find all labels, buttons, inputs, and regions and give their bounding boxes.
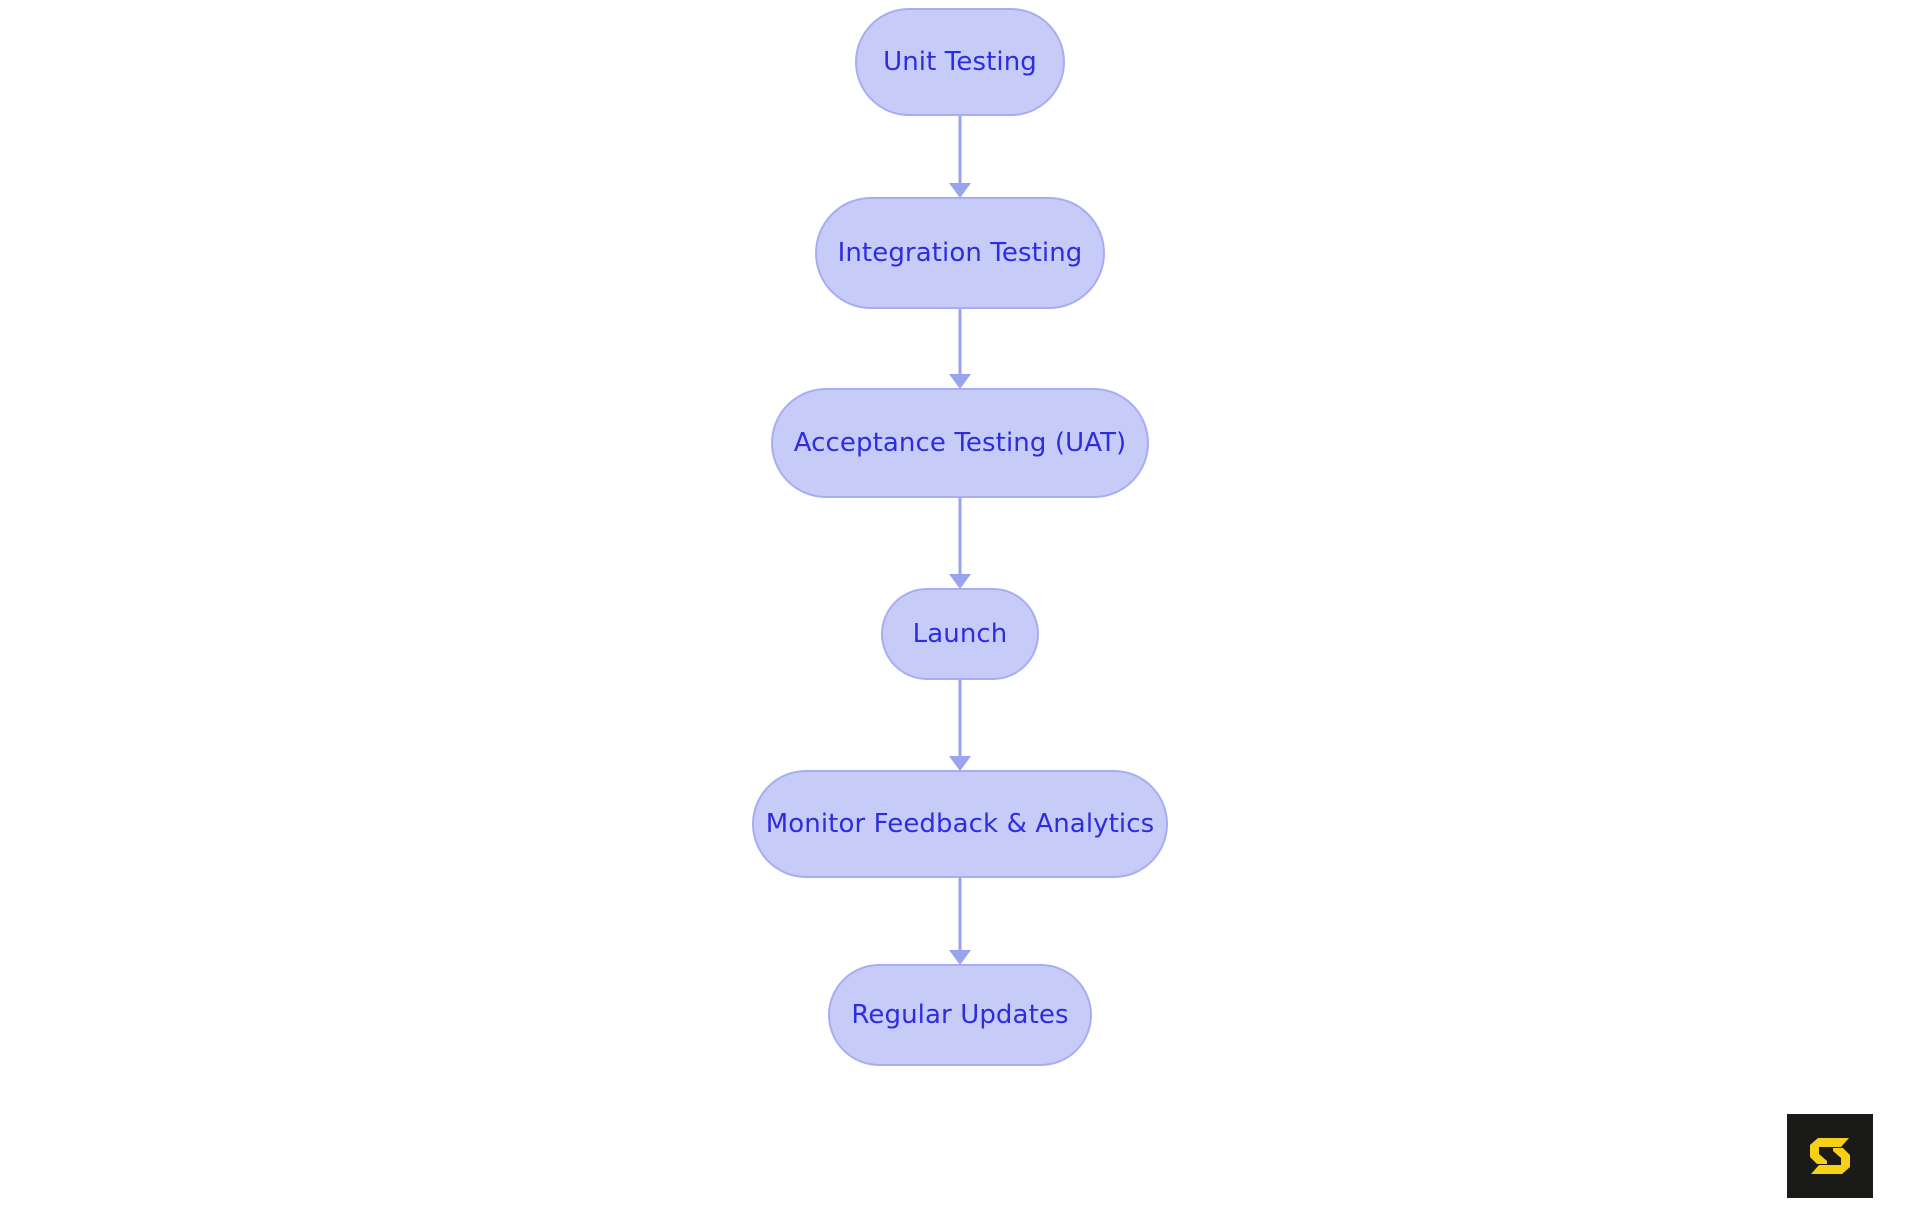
arrowhead-icon [949, 183, 971, 198]
flow-node-label: Launch [912, 619, 1008, 649]
flow-edge-monitor-feedback-to-regular-updates [947, 878, 973, 965]
flow-node-label: Regular Updates [851, 1000, 1069, 1030]
flow-node-label: Unit Testing [883, 47, 1037, 77]
arrowhead-icon [949, 574, 971, 589]
edge-line [958, 878, 962, 950]
flow-edge-acceptance-testing-to-launch [947, 498, 973, 589]
flow-edge-integration-testing-to-acceptance-testing [947, 309, 973, 389]
arrowhead-icon [949, 374, 971, 389]
flow-node-label: Integration Testing [837, 238, 1083, 268]
stylized-s-logo-icon [1810, 1138, 1850, 1174]
flow-edge-unit-testing-to-integration-testing [947, 116, 973, 198]
flow-node-launch[interactable]: Launch [881, 588, 1039, 680]
flow-node-label: Acceptance Testing (UAT) [793, 428, 1127, 458]
edge-line [958, 309, 962, 374]
flow-node-integration-testing[interactable]: Integration Testing [815, 197, 1105, 309]
edge-line [958, 498, 962, 574]
flow-edge-launch-to-monitor-feedback [947, 680, 973, 771]
logo-watermark [1787, 1114, 1873, 1198]
flow-node-label: Monitor Feedback & Analytics [765, 809, 1155, 839]
flow-node-unit-testing[interactable]: Unit Testing [855, 8, 1065, 116]
flow-node-monitor-feedback[interactable]: Monitor Feedback & Analytics [752, 770, 1168, 878]
arrowhead-icon [949, 950, 971, 965]
edge-line [958, 680, 962, 756]
flow-node-regular-updates[interactable]: Regular Updates [828, 964, 1092, 1066]
flow-node-acceptance-testing[interactable]: Acceptance Testing (UAT) [771, 388, 1149, 498]
edge-line [958, 116, 962, 183]
arrowhead-icon [949, 756, 971, 771]
